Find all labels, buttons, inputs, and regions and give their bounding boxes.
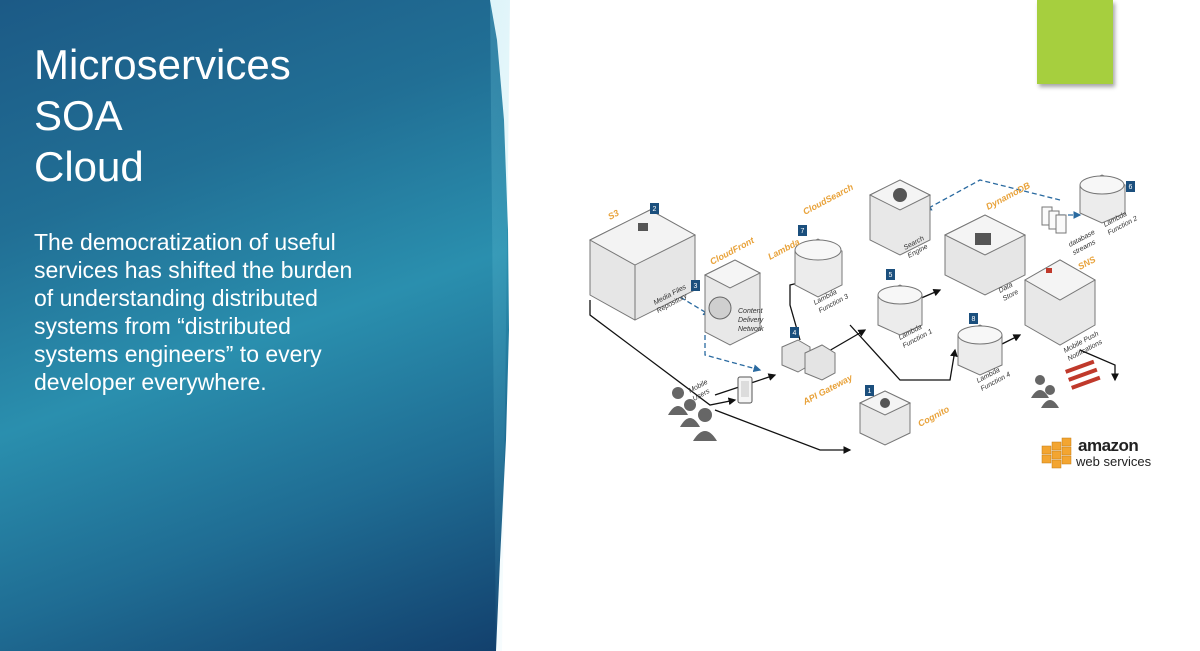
step-7-label: 7 <box>801 228 805 235</box>
content-label: Content <box>738 308 764 315</box>
delivery-label: Delivery <box>738 317 764 324</box>
dynamodb-service-label: DynamoDB <box>984 180 1032 212</box>
slide-title-line-1: Microservices <box>34 41 291 88</box>
network-label: Network <box>738 326 764 333</box>
mobile-device-icon <box>737 376 753 404</box>
step-6-label: 6 <box>1129 184 1133 191</box>
lambda-function-1: 5 Lambda Function 1 <box>877 269 934 350</box>
step-3-label: 3 <box>694 283 698 290</box>
aws-architecture-diagram: 2 S3 Media Files Repository 3 CloudFront… <box>588 174 1139 454</box>
connector <box>714 409 852 454</box>
aws-logo-amazon: amazon <box>1078 436 1139 455</box>
database-streams: database streams <box>1041 206 1097 257</box>
sns-block: SNS Mobile Push Notifications <box>1023 254 1104 363</box>
step-1-label: 1 <box>868 388 872 395</box>
step-4-label: 4 <box>793 330 797 337</box>
step-badge <box>790 327 799 338</box>
lambda-function-4: 8 Lambda Function 4 <box>957 313 1012 393</box>
connector <box>1079 349 1119 382</box>
connector <box>589 300 737 406</box>
body-line: developer everywhere. <box>34 369 267 395</box>
sns-service-label: SNS <box>1076 254 1097 272</box>
lambda-function-2: 6 Lambda Function 2 <box>1079 174 1139 237</box>
body-line: systems engineers” to every <box>34 341 322 367</box>
body-line: services has shifted the burden <box>34 257 353 283</box>
cognito-service-label: Cognito <box>916 404 951 429</box>
connector <box>923 179 1061 211</box>
s3-block: 2 S3 Media Files Repository <box>588 203 697 321</box>
dynamodb-block: DynamoDB Data Store <box>943 180 1032 303</box>
body-line: The democratization of useful <box>34 229 336 255</box>
notified-users-icon <box>1031 359 1101 408</box>
connector <box>704 335 762 373</box>
step-badge <box>969 313 978 324</box>
accent-rectangle <box>1037 0 1113 84</box>
cognito-block: 1 Cognito <box>858 385 951 446</box>
slide-title-line-3: Cloud <box>34 143 144 190</box>
step-badge <box>798 225 807 236</box>
step-badge <box>886 269 895 280</box>
cloudsearch-service-label: CloudSearch <box>801 182 855 217</box>
step-badge <box>865 385 874 396</box>
step-badge <box>650 203 659 214</box>
s3-service-label: S3 <box>606 208 620 222</box>
body-line: systems from “distributed <box>34 313 291 339</box>
lambda-function-3: 7 Lambda Lambda Function 3 <box>766 225 850 315</box>
slide-title-line-2: SOA <box>34 92 123 139</box>
connector <box>999 334 1022 346</box>
api-gateway-block: 4 API Gateway <box>781 327 855 407</box>
step-badge <box>691 280 700 291</box>
cloudfront-block: 3 CloudFront Content Delivery Network <box>691 235 764 346</box>
mobile-users-icon: Mobile Users <box>668 379 717 441</box>
step-2-label: 2 <box>653 206 657 213</box>
step-5-label: 5 <box>889 272 893 279</box>
step-badge <box>1126 181 1135 192</box>
title-panel <box>0 0 509 651</box>
slide-body: The democratization of useful services h… <box>34 228 464 396</box>
aws-logo-web-services: web services <box>1076 454 1152 469</box>
step-8-label: 8 <box>972 316 976 323</box>
body-line: of understanding distributed <box>34 285 318 311</box>
connector <box>849 324 958 381</box>
aws-logo-cubes <box>1041 437 1072 469</box>
